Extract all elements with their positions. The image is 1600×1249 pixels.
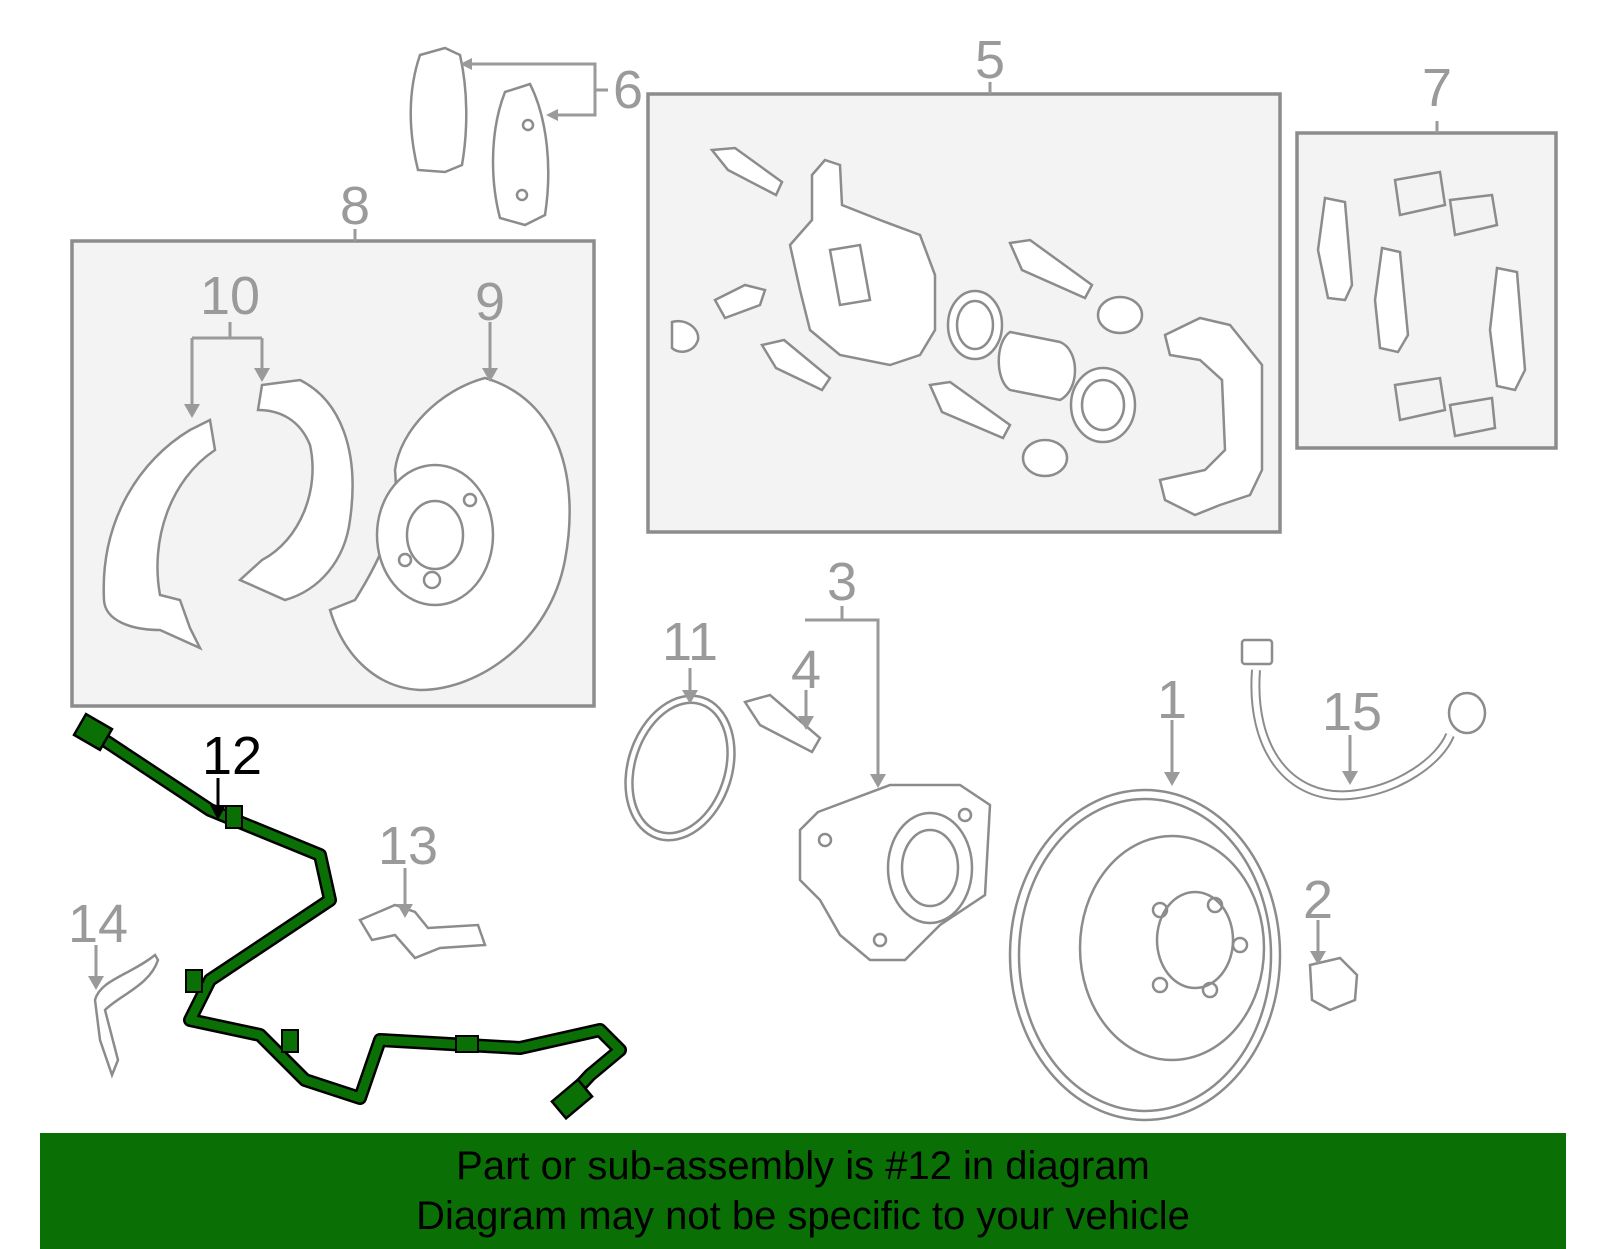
- part-13-bracket: [358, 868, 487, 960]
- part-1-brake-rotor: [1008, 720, 1282, 1122]
- group-7-hardware-kit: [1295, 121, 1558, 450]
- callout-15: 15: [1322, 682, 1382, 742]
- callout-3: 3: [827, 552, 857, 612]
- part-info-banner: Part or sub-assembly is #12 in diagram D…: [40, 1133, 1566, 1249]
- callout-4: 4: [791, 640, 821, 700]
- leader-arrowheads: [88, 58, 1358, 990]
- banner-line-2: Diagram may not be specific to your vehi…: [416, 1194, 1190, 1238]
- callout-6: 6: [613, 60, 643, 120]
- part-3-4-hub-and-bolt: [743, 606, 992, 962]
- callout-8: 8: [340, 176, 370, 236]
- part-11-o-ring: [624, 668, 736, 842]
- part-2-plug: [1308, 920, 1359, 1012]
- callout-5: 5: [975, 30, 1005, 90]
- callout-2: 2: [1303, 870, 1333, 930]
- part-14-clip: [93, 945, 160, 1079]
- callout-12: 12: [202, 726, 262, 786]
- callout-labels: 1 2 3 4 5 6 7 8 9 10 11 12 13 14 15: [68, 30, 1452, 954]
- callout-14: 14: [68, 894, 128, 954]
- callout-1: 1: [1157, 670, 1187, 730]
- callout-9: 9: [475, 272, 505, 332]
- group-8-shoe-assembly: [70, 229, 596, 708]
- callout-7: 7: [1422, 58, 1452, 118]
- part-6-brake-pads: [409, 46, 608, 227]
- part-15-brake-hose: [1240, 638, 1487, 801]
- callout-11: 11: [662, 612, 718, 672]
- group-5-caliper-assembly: [646, 82, 1282, 534]
- callout-10: 10: [200, 266, 260, 326]
- callout-13: 13: [378, 816, 438, 876]
- part-12-abs-sensor-wire: [72, 712, 627, 1121]
- banner-line-1: Part or sub-assembly is #12 in diagram: [456, 1144, 1150, 1188]
